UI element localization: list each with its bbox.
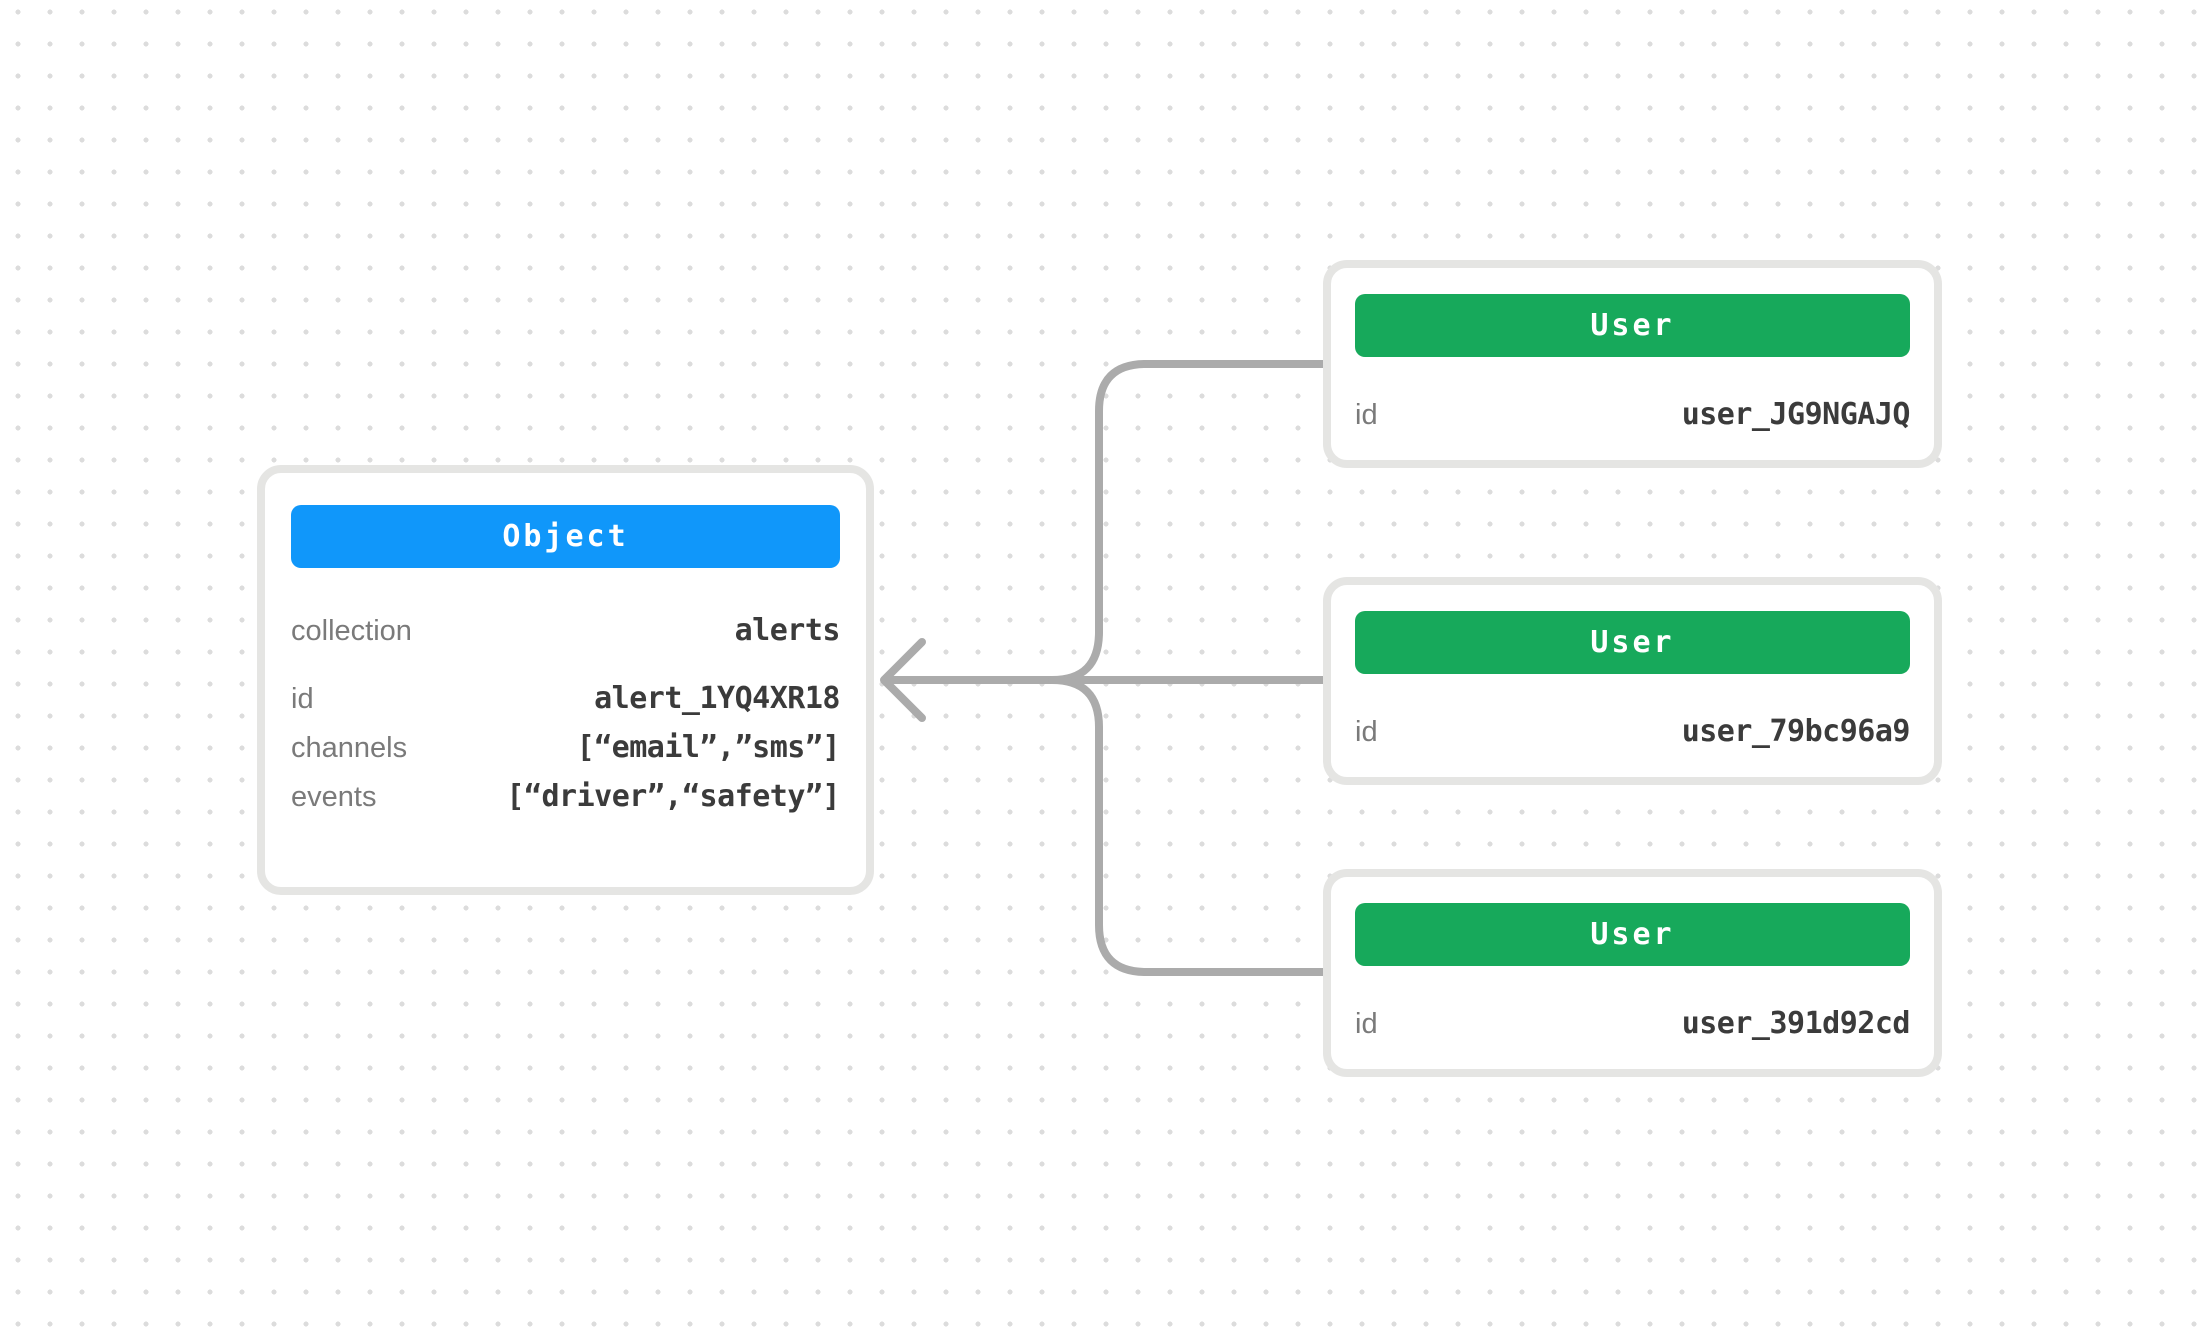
field-row-id: id user_391d92cd: [1355, 1006, 1911, 1041]
user-card-2[interactable]: User id user_79bc96a9: [1323, 577, 1942, 785]
field-row-id: id alert_1YQ4XR18: [291, 682, 840, 716]
field-label: collection: [291, 615, 412, 647]
field-value: alert_1YQ4XR18: [594, 681, 840, 716]
field-label: id: [1355, 1008, 1378, 1040]
field-row-id: id user_79bc96a9: [1355, 714, 1911, 749]
field-label: channels: [291, 732, 408, 764]
field-row-events: events [“driver”,“safety”]: [291, 780, 840, 814]
user-card-1[interactable]: User id user_JG9NGAJQ: [1323, 260, 1942, 468]
object-card-header: Object: [291, 505, 840, 568]
field-value: user_JG9NGAJQ: [1681, 397, 1911, 432]
field-value: user_391d92cd: [1681, 1006, 1911, 1041]
field-row-id: id user_JG9NGAJQ: [1355, 397, 1911, 432]
user-card-header: User: [1355, 611, 1910, 674]
field-label: events: [291, 781, 377, 813]
object-card[interactable]: Object collection alerts id alert_1YQ4XR…: [257, 465, 874, 895]
field-label: id: [1355, 399, 1378, 431]
field-row-channels: channels [“email”,”sms”]: [291, 730, 841, 765]
field-row-collection: collection alerts: [291, 613, 841, 648]
field-value: [“email”,”sms”]: [576, 730, 841, 765]
user-card-header: User: [1355, 294, 1910, 357]
user-card-header: User: [1355, 903, 1910, 966]
arrowhead-icon: [880, 638, 926, 722]
connector-branch-user3: [1048, 676, 1334, 976]
field-label: id: [291, 683, 314, 715]
field-value: alerts: [734, 613, 841, 648]
field-value: user_79bc96a9: [1681, 714, 1911, 749]
field-value: [“driver”,“safety”]: [506, 779, 840, 814]
connector-branch-user1: [1048, 360, 1334, 684]
field-label: id: [1355, 716, 1378, 748]
user-card-3[interactable]: User id user_391d92cd: [1323, 869, 1942, 1077]
